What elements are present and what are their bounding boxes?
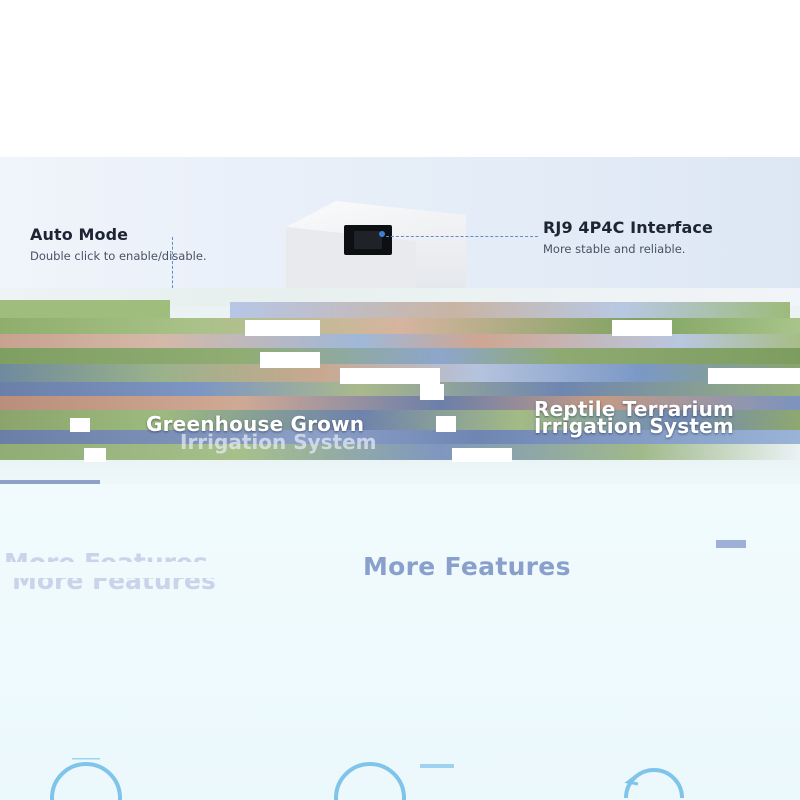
device-image <box>276 197 466 302</box>
photo-slice <box>0 480 100 484</box>
glitch-block <box>245 320 320 336</box>
features-ghost-text-2: More Features <box>12 578 216 594</box>
photo-slice <box>0 396 800 412</box>
interface-callout: RJ9 4P4C Interface More stable and relia… <box>543 218 713 256</box>
features-ghost-text: More Features <box>4 548 208 562</box>
photo-slice <box>0 460 800 484</box>
auto-mode-callout: Auto Mode Double click to enable/disable… <box>30 225 207 263</box>
features-divider <box>420 764 454 768</box>
photo-slice <box>0 382 800 398</box>
features-ghost-text-3 <box>716 540 746 548</box>
greenhouse-label: Greenhouse Grown <box>146 412 365 436</box>
top-blank-area <box>0 0 800 157</box>
glitch-block <box>436 416 456 432</box>
photo-slice <box>0 334 800 350</box>
glitch-block <box>70 418 90 432</box>
glitch-block <box>708 368 800 384</box>
irrigation-label: Irrigation System <box>534 414 734 438</box>
features-section: More Features More Features More Feature… <box>0 484 800 800</box>
photo-slice <box>0 288 800 306</box>
auto-mode-subtitle: Double click to enable/disable. <box>30 249 207 263</box>
product-hero: Auto Mode Double click to enable/disable… <box>0 157 800 302</box>
features-title: More Features <box>363 552 571 581</box>
applications-banner: Irrigation System Greenhouse Grown Repti… <box>0 288 800 484</box>
feature-icon <box>46 758 126 800</box>
auto-mode-title: Auto Mode <box>30 225 129 244</box>
photo-slice <box>0 348 800 366</box>
leader-line-auto <box>172 237 173 293</box>
glitch-block <box>260 352 320 368</box>
feature-icon <box>614 758 694 800</box>
leader-line-interface <box>386 236 538 237</box>
glitch-block <box>84 448 106 462</box>
photo-slice <box>0 300 170 320</box>
glitch-block <box>420 384 444 400</box>
interface-subtitle: More stable and reliable. <box>543 242 686 256</box>
photo-slice <box>0 444 800 460</box>
glitch-block <box>452 448 512 462</box>
glitch-block <box>340 368 440 384</box>
interface-title: RJ9 4P4C Interface <box>543 218 713 237</box>
feature-icon <box>330 758 410 800</box>
glitch-block <box>612 320 672 336</box>
reptile-label: Reptile Terrarium <box>534 397 735 421</box>
photo-slice <box>0 430 800 444</box>
photo-slice <box>0 410 800 432</box>
photo-slice <box>0 318 800 336</box>
photo-slice <box>230 302 790 322</box>
irrigation-ghost-text: Irrigation System <box>180 430 377 454</box>
